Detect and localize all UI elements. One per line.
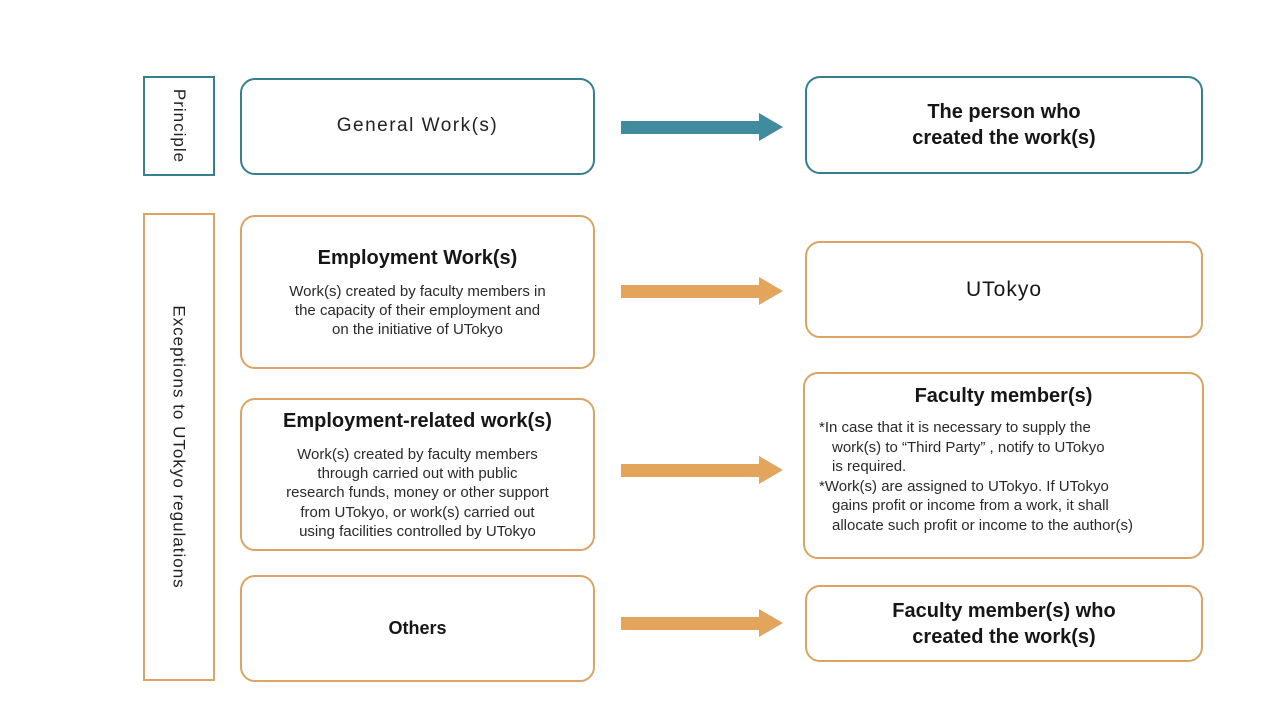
faculty-who-created-title: Faculty member(s) who created the work(s… (892, 599, 1116, 648)
arrow-head (759, 277, 783, 305)
employment-works-box: Employment Work(s) Work(s) created by fa… (240, 215, 595, 369)
teal-right-arrow-icon (621, 113, 783, 141)
principle-label-box: Principle (143, 76, 215, 176)
arrow-shaft (621, 284, 759, 298)
exceptions-label: Exceptions to UTokyo regulations (170, 305, 190, 589)
utokyo-title: UTokyo (965, 277, 1043, 301)
general-works-box: General Work(s) (240, 78, 595, 175)
others-box: Others (240, 575, 595, 682)
employment-related-box: Employment-related work(s) Work(s) creat… (240, 398, 595, 551)
orange-right-arrow-icon (621, 456, 783, 484)
arrow-head (759, 113, 783, 141)
faculty-who-created-box: Faculty member(s) who created the work(s… (805, 585, 1203, 662)
person-created-box: The person who created the work(s) (805, 76, 1203, 174)
orange-right-arrow-icon (621, 609, 783, 637)
employment-related-description: Work(s) created by faculty members throu… (286, 446, 549, 540)
faculty-note: *In case that it is necessary to supply … (819, 419, 1105, 475)
person-created-title: The person who created the work(s) (912, 101, 1096, 149)
employment-works-title: Employment Work(s) (317, 246, 518, 269)
arrow-head (759, 609, 783, 637)
faculty-members-title: Faculty member(s) (914, 385, 1093, 407)
principle-label: Principle (170, 88, 190, 164)
general-works-title: General Work(s) (336, 115, 499, 137)
employment-related-title: Employment-related work(s) (283, 410, 552, 433)
employment-works-description: Work(s) created by faculty members in th… (289, 282, 546, 339)
faculty-note: *Work(s) are assigned to UTokyo. If UTok… (819, 477, 1133, 534)
others-title: Others (388, 617, 447, 638)
arrow-shaft (621, 463, 759, 477)
arrow-shaft (621, 616, 759, 630)
utokyo-box: UTokyo (805, 241, 1203, 338)
exceptions-label-box: Exceptions to UTokyo regulations (143, 213, 215, 681)
faculty-members-box: Faculty member(s) *In case that it is ne… (803, 372, 1204, 559)
faculty-members-notes: *In case that it is necessary to supply … (805, 418, 1202, 535)
arrow-shaft (621, 120, 759, 134)
arrow-head (759, 456, 783, 484)
orange-right-arrow-icon (621, 277, 783, 305)
